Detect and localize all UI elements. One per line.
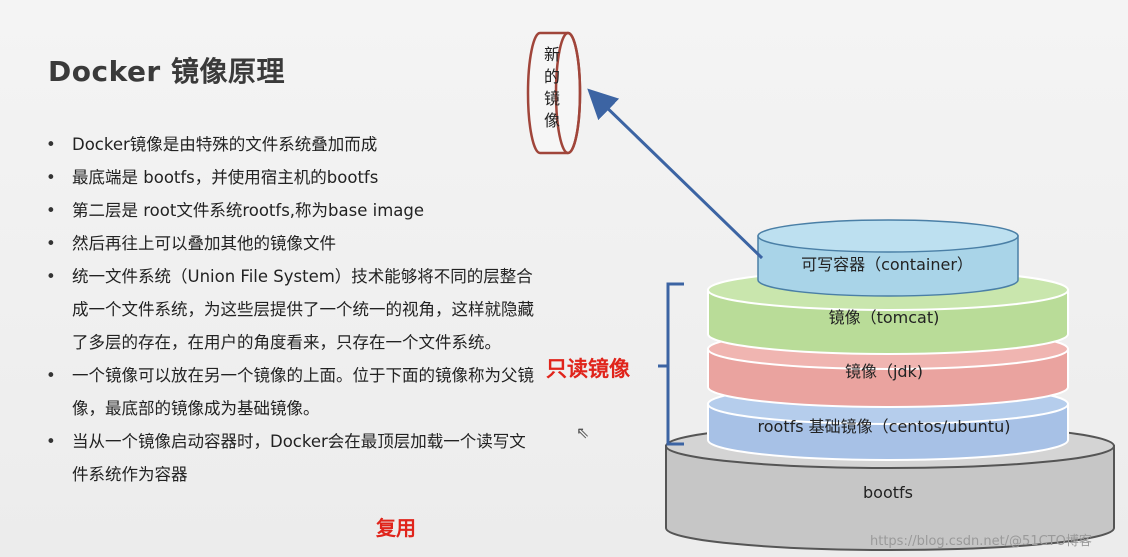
- reuse-note: 复用: [376, 516, 416, 540]
- readonly-label: 只读镜像: [546, 357, 630, 381]
- bullet-item: 然后再往上可以叠加其他的镜像文件: [46, 227, 536, 260]
- arrow-to-new-image: [587, 88, 764, 260]
- new-image-char: 的: [544, 67, 560, 86]
- layer-container: 可写容器（container）: [757, 219, 1019, 297]
- new-image-char: 像: [544, 111, 560, 130]
- watermark: https://blog.csdn.net/@51CTO博客: [870, 534, 1092, 549]
- new-image-cylinder: 新 的 镜 像: [526, 31, 582, 155]
- layer-label: 镜像（jdk): [845, 362, 923, 381]
- layer-label: 可写容器（container）: [801, 255, 973, 274]
- readonly-bracket: [666, 282, 684, 446]
- new-image-char: 镜: [544, 89, 560, 108]
- layer-label: bootfs: [863, 483, 913, 502]
- bullet-list: Docker镜像是由特殊的文件系统叠加而成 最底端是 bootfs，并使用宿主机…: [46, 128, 536, 491]
- bullet-item: Docker镜像是由特殊的文件系统叠加而成: [46, 128, 536, 161]
- bullet-item: 统一文件系统（Union File System）技术能够将不同的层整合成一个文…: [46, 260, 536, 359]
- bullet-item: 第二层是 root文件系统rootfs,称为base image: [46, 194, 536, 227]
- layer-label: rootfs 基础镜像（centos/ubuntu): [758, 417, 1011, 436]
- bullet-item: 最底端是 bootfs，并使用宿主机的bootfs: [46, 161, 536, 194]
- cursor-icon: ⇖: [576, 423, 590, 442]
- page-title: Docker 镜像原理: [48, 55, 285, 88]
- bullet-item: 一个镜像可以放在另一个镜像的上面。位于下面的镜像称为父镜像，最底部的镜像成为基础…: [46, 359, 536, 425]
- layer-label: 镜像（tomcat): [829, 308, 940, 327]
- bullet-item: 当从一个镜像启动容器时，Docker会在最顶层加载一个读写文件系统作为容器: [46, 425, 536, 491]
- new-image-char: 新: [544, 45, 560, 64]
